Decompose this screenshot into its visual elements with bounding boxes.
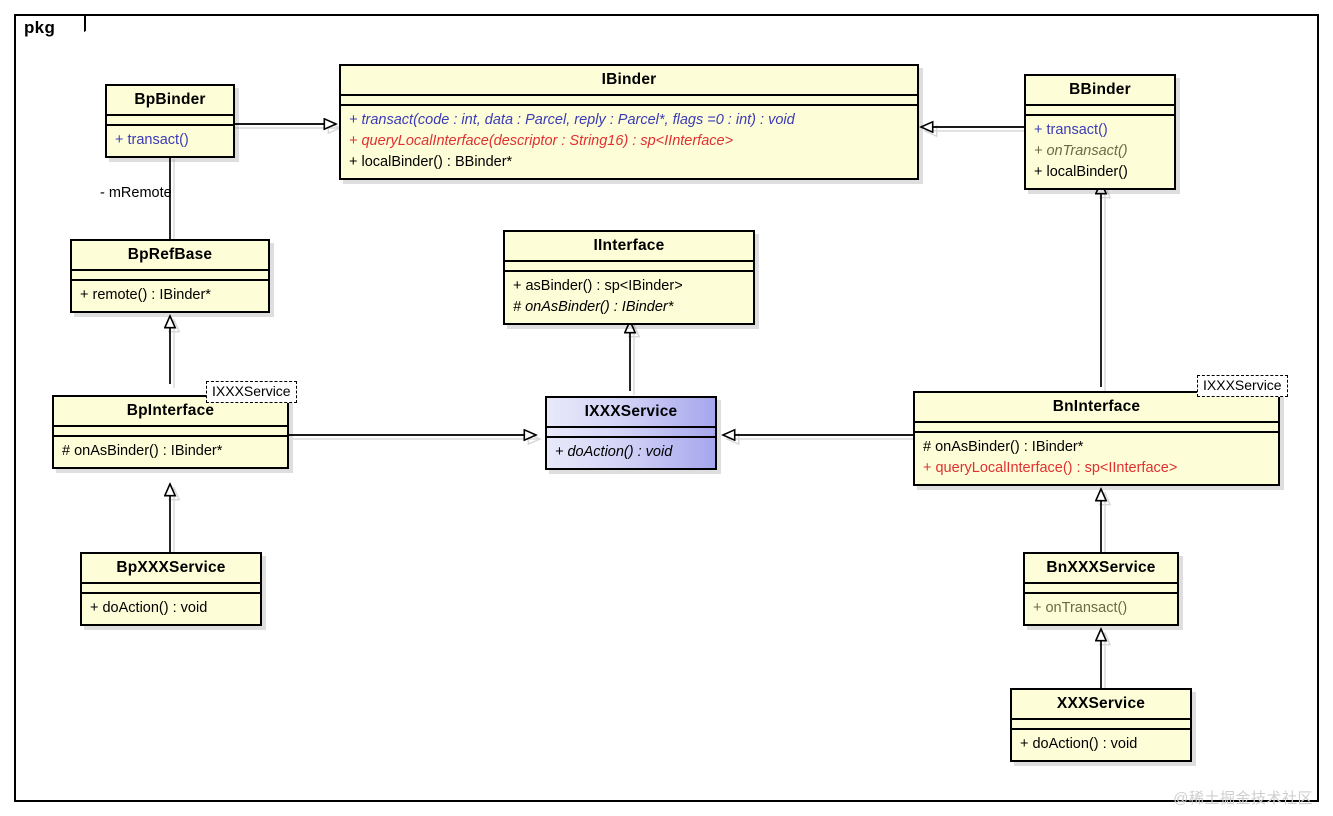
class-title: BpInterface: [54, 397, 287, 427]
attrs-compartment: [1026, 106, 1174, 116]
attrs-compartment: [505, 262, 753, 272]
class-title: XXXService: [1012, 690, 1190, 720]
template-param-bpinterface: IXXXService: [206, 381, 297, 404]
method-localbinder: + localBinder() : BBinder*: [349, 154, 513, 171]
method-transact: + transact(code : int, data : Parcel, re…: [349, 111, 795, 128]
class-title: IXXXService: [547, 398, 715, 428]
class-xxxservice[interactable]: XXXService + doAction() : void: [1010, 688, 1192, 762]
ops-compartment: + transact(code : int, data : Parcel, re…: [341, 106, 917, 178]
attrs-compartment: [54, 427, 287, 437]
method-remote: + remote() : IBinder*: [80, 286, 211, 303]
watermark: @稀土掘金技术社区: [1173, 790, 1313, 807]
method-localbinder: + localBinder(): [1034, 164, 1128, 181]
package-label: pkg: [24, 18, 56, 37]
ops-compartment: + doAction() : void: [547, 438, 715, 468]
ops-compartment: + doAction() : void: [1012, 730, 1190, 760]
attrs-compartment: [547, 428, 715, 438]
class-bbinder[interactable]: BBinder + transact() + onTransact() + lo…: [1024, 74, 1176, 191]
method-ontransact: + onTransact(): [1033, 599, 1128, 616]
attrs-compartment: [1012, 720, 1190, 730]
template-param-bninterface: IXXXService: [1197, 375, 1288, 398]
class-title: BnInterface: [915, 393, 1278, 423]
class-ibinder[interactable]: IBinder + transact(code : int, data : Pa…: [339, 64, 919, 181]
ops-compartment: + doAction() : void: [82, 594, 260, 624]
attrs-compartment: [1025, 584, 1177, 594]
ops-compartment: + transact() + onTransact() + localBinde…: [1026, 116, 1174, 188]
method-asbinder: + asBinder() : sp<IBinder>: [513, 277, 683, 294]
class-title: BBinder: [1026, 76, 1174, 106]
ops-compartment: + onTransact(): [1025, 594, 1177, 624]
edge-label-mremote: - mRemote: [100, 185, 172, 201]
package-frame: [14, 14, 1319, 802]
ops-compartment: # onAsBinder() : IBinder*: [54, 437, 287, 467]
method-onasbinder: # onAsBinder() : IBinder*: [62, 442, 223, 459]
package-tab: [14, 14, 86, 42]
class-iinterface[interactable]: IInterface + asBinder() : sp<IBinder> # …: [503, 230, 755, 326]
method-onasbinder: # onAsBinder() : IBinder*: [923, 438, 1084, 455]
class-bprefbase[interactable]: BpRefBase + remote() : IBinder*: [70, 239, 270, 313]
class-ixxxservice[interactable]: IXXXService + doAction() : void: [545, 396, 717, 470]
class-title: BpXXXService: [82, 554, 260, 584]
attrs-compartment: [341, 96, 917, 106]
class-title: BpBinder: [107, 86, 233, 116]
method-transact: + transact(): [1034, 121, 1108, 138]
method-onasbinder: # onAsBinder() : IBinder*: [513, 298, 674, 315]
ops-compartment: + asBinder() : sp<IBinder> # onAsBinder(…: [505, 272, 753, 323]
ops-compartment: + transact(): [107, 126, 233, 156]
class-bpbinder[interactable]: BpBinder + transact(): [105, 84, 235, 158]
class-title: IInterface: [505, 232, 753, 262]
class-title: BpRefBase: [72, 241, 268, 271]
class-bnxxxservice[interactable]: BnXXXService + onTransact(): [1023, 552, 1179, 626]
class-bninterface[interactable]: BnInterface # onAsBinder() : IBinder* + …: [913, 391, 1280, 487]
method-ontransact: + onTransact(): [1034, 142, 1128, 159]
method-doaction: + doAction() : void: [1020, 735, 1138, 752]
ops-compartment: + remote() : IBinder*: [72, 281, 268, 311]
class-title: BnXXXService: [1025, 554, 1177, 584]
attrs-compartment: [82, 584, 260, 594]
method-doaction: + doAction() : void: [90, 599, 208, 616]
attrs-compartment: [107, 116, 233, 126]
method-querylocalinterface: + queryLocalInterface(descriptor : Strin…: [349, 132, 734, 149]
method-doaction: + doAction() : void: [555, 443, 673, 460]
attrs-compartment: [915, 423, 1278, 433]
ops-compartment: # onAsBinder() : IBinder* + queryLocalIn…: [915, 433, 1278, 484]
method-querylocalinterface: + queryLocalInterface() : sp<IInterface>: [923, 459, 1178, 476]
class-bpinterface[interactable]: BpInterface # onAsBinder() : IBinder*: [52, 395, 289, 469]
class-bpxxxservice[interactable]: BpXXXService + doAction() : void: [80, 552, 262, 626]
method-transact: + transact(): [115, 131, 189, 148]
class-title: IBinder: [341, 66, 917, 96]
attrs-compartment: [72, 271, 268, 281]
